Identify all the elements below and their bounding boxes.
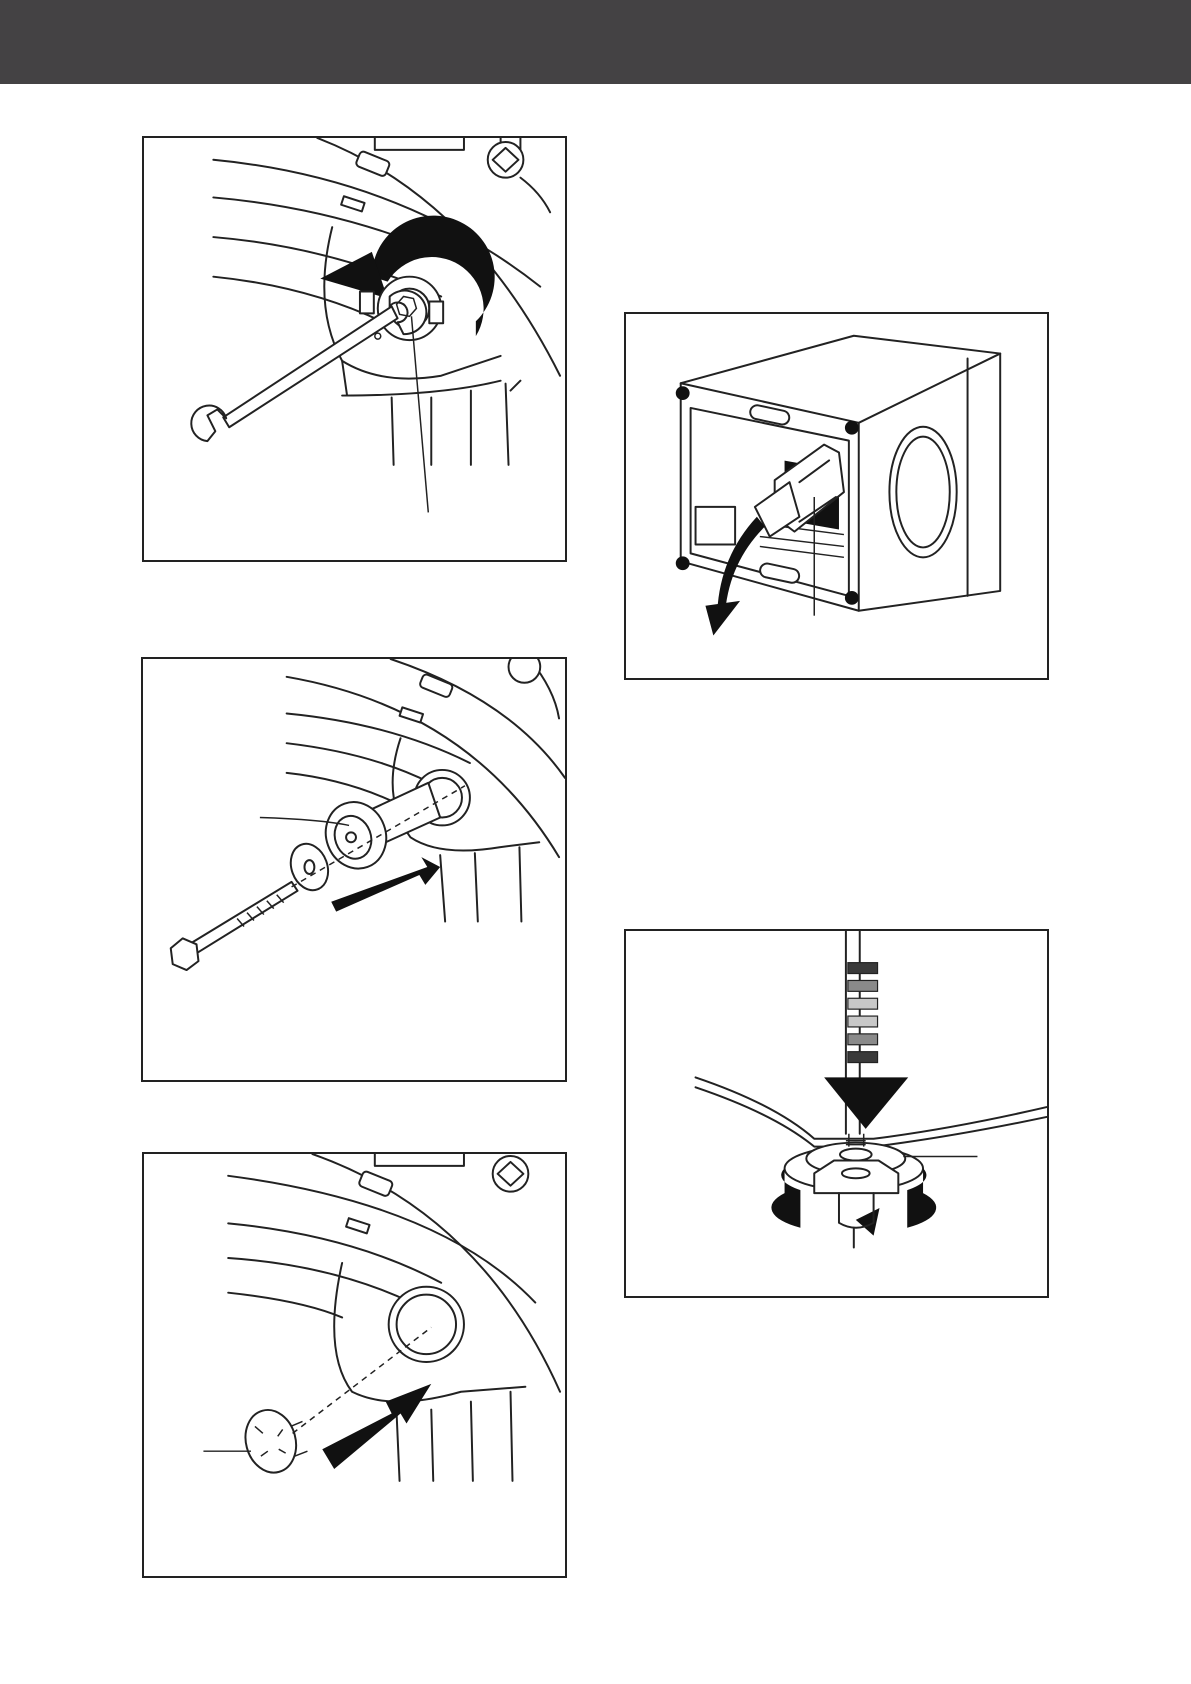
figure-bolt-removal (141, 657, 567, 1082)
illustration-bolt-removal (143, 659, 565, 1080)
illustration-foot-adjustment (626, 931, 1047, 1296)
figure-cover-cap-insert (142, 1152, 567, 1578)
illustration-appliance-rear (626, 314, 1047, 678)
figure-wrench-loosen-bolt (142, 136, 567, 562)
header-bar (0, 0, 1191, 84)
figure-foot-adjustment (624, 929, 1049, 1298)
illustration-wrench (144, 138, 565, 560)
illustration-cover-cap (144, 1154, 565, 1576)
figure-hose-release (624, 312, 1049, 680)
